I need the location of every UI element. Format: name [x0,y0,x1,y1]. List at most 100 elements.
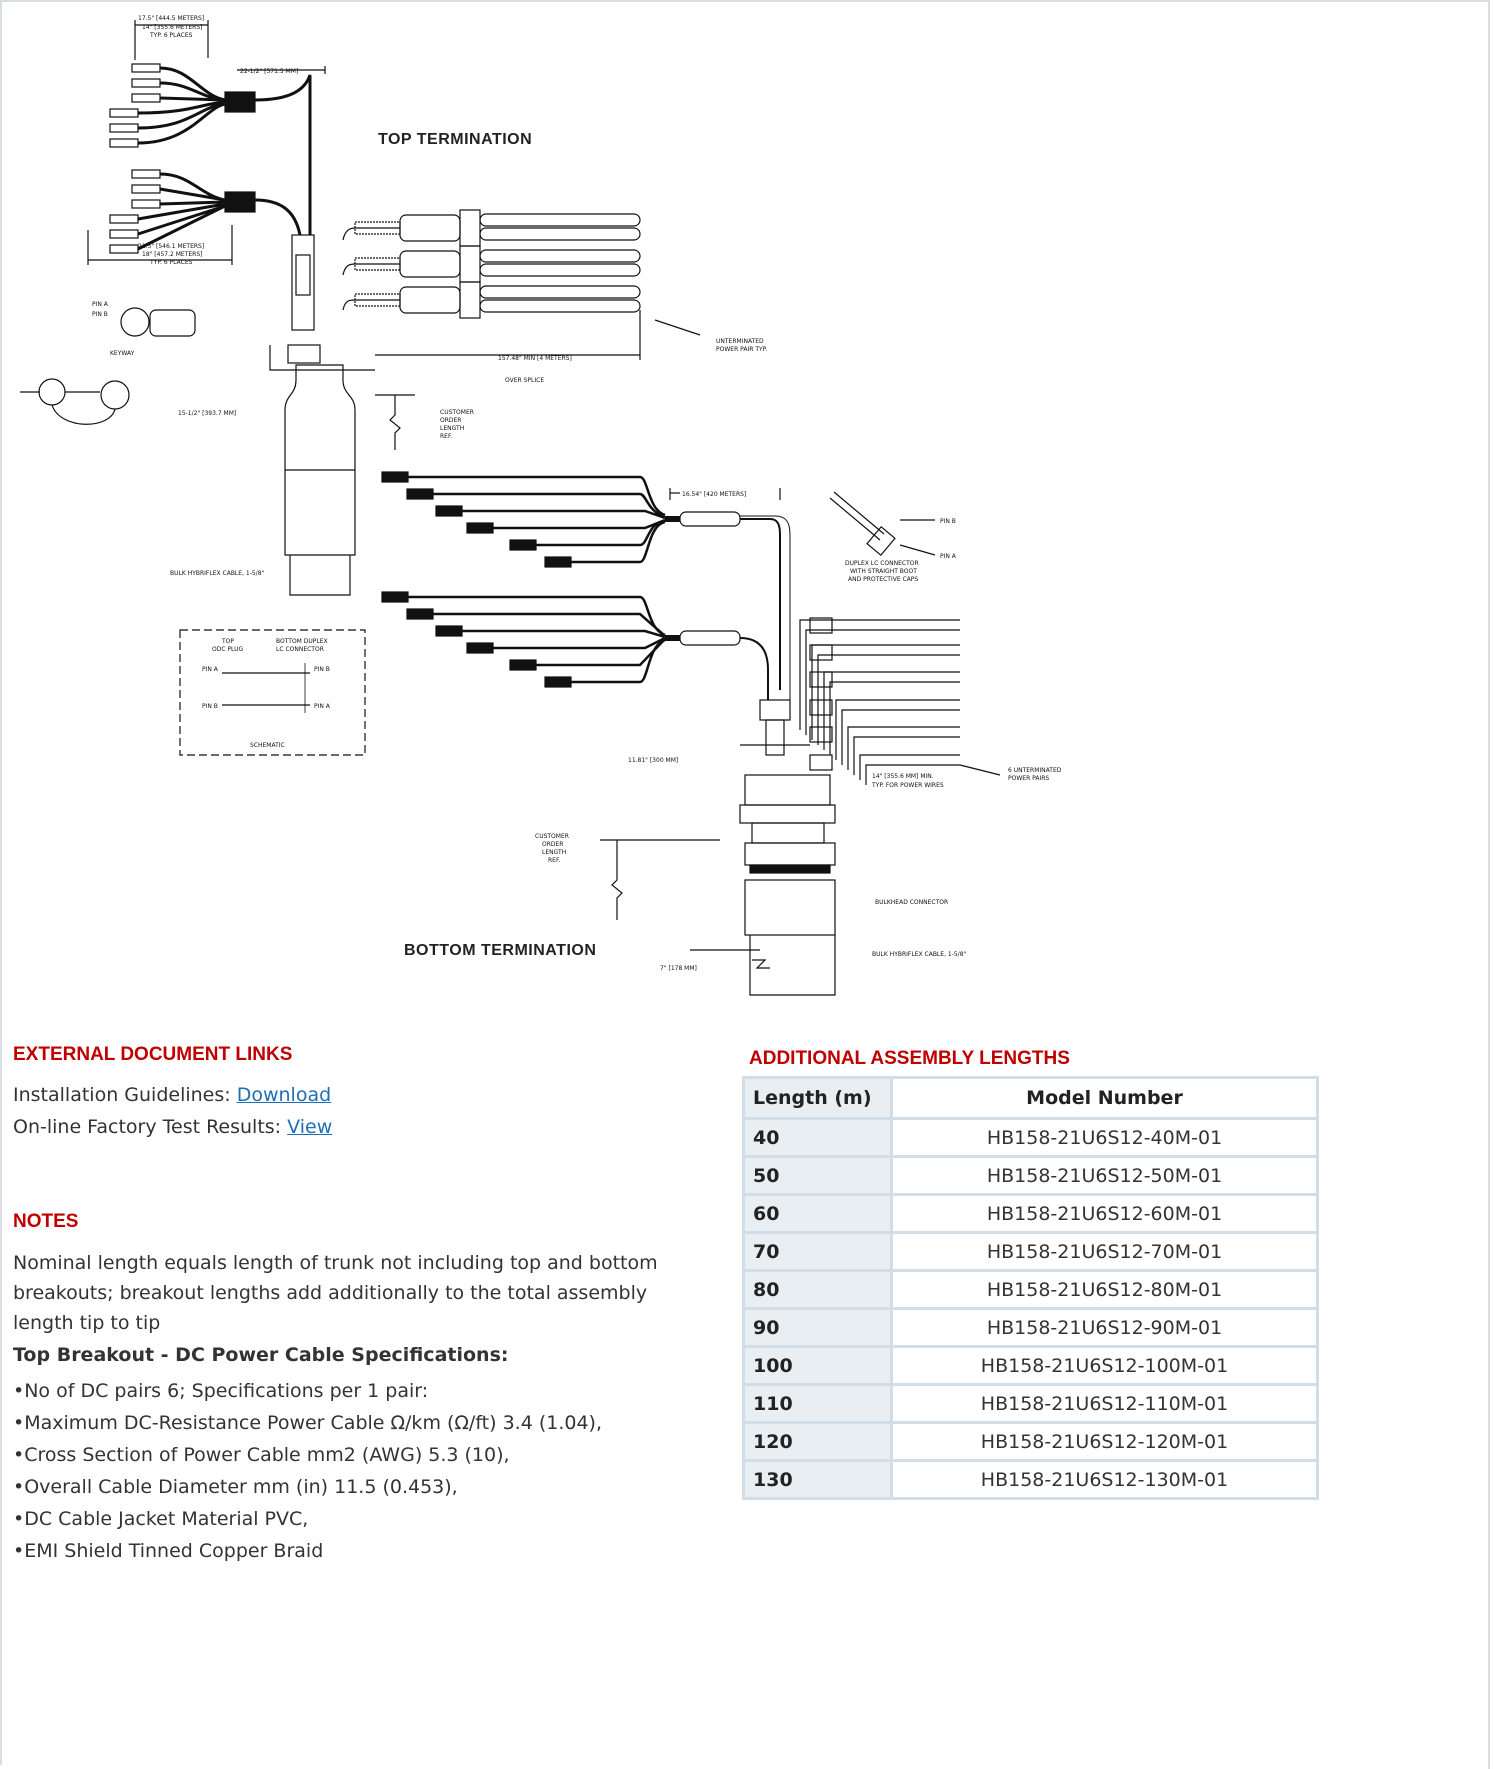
model-cell: HB158-21U6S12-40M-01 [890,1117,1319,1158]
schematic-label: SCHEMATIC [250,742,285,749]
length-cell: 110 [742,1383,893,1424]
lc-pin-label: PIN A [940,553,957,560]
schematic-label: LC CONNECTOR [276,646,324,653]
customer-label: ORDER [542,841,563,848]
length-cell: 90 [742,1307,893,1348]
spec-heading: Top Breakout - DC Power Cable Specificat… [13,1344,509,1366]
schematic-label: ODC PLUG [212,646,243,653]
model-cell: HB158-21U6S12-110M-01 [890,1383,1319,1424]
customer-label: ORDER [440,417,461,424]
dim-label: 22-1/2" [571.5 MM] [240,68,298,75]
schematic-label: PIN B [314,666,330,673]
list-item: Maximum DC-Resistance Power Cable Ω/km (… [13,1407,602,1439]
model-cell: HB158-21U6S12-50M-01 [890,1155,1319,1196]
top-termination-title: TOP TERMINATION [378,131,532,148]
factory-test-row: On-line Factory Test Results: View [13,1111,332,1143]
bulk-cable-label: BULK HYBRIFLEX CABLE, 1-5/8" [872,951,967,958]
pin-label: PIN B [92,311,108,318]
factory-test-label: On-line Factory Test Results: [13,1116,282,1138]
view-link[interactable]: View [287,1116,333,1138]
schematic-label: PIN B [202,703,218,710]
dim-label: 18" [457.2 METERS] [142,251,202,258]
unterminated-label: UNTERMINATED [716,338,764,345]
dim-label: 7" [178 MM] [660,965,697,972]
notes-paragraph: Nominal length equals length of trunk no… [13,1252,658,1334]
list-item: DC Cable Jacket Material PVC, [13,1503,602,1535]
duplex-label: AND PROTECTIVE CAPS [848,576,918,583]
dim-label: 21.5" [546.1 METERS] [138,243,204,250]
customer-label: LENGTH [542,849,566,856]
over-splice-label: OVER SPLICE [505,377,544,384]
schematic-label: PIN A [202,666,219,673]
list-item: EMI Shield Tinned Copper Braid [13,1535,602,1567]
install-guidelines-label: Installation Guidelines: [13,1084,231,1106]
duplex-label: WITH STRAIGHT BOOT [850,568,917,575]
page-frame-edge [1488,0,1490,1769]
model-cell: HB158-21U6S12-80M-01 [890,1269,1319,1310]
list-item: Overall Cable Diameter mm (in) 11.5 (0.4… [13,1471,602,1503]
length-cell: 50 [742,1155,893,1196]
column-header-model: Model Number [890,1076,1319,1120]
dim-label: TYP. FOR POWER WIRES [871,782,944,789]
dim-label: 11.81" [300 MM] [628,757,678,764]
notes-title: NOTES [13,1211,79,1232]
schematic-label: TOP [221,638,234,645]
model-cell: HB158-21U6S12-130M-01 [890,1459,1319,1500]
dim-label: 17.5" [444.5 METERS] [138,15,204,22]
dim-label: 16.54" [420 METERS] [682,491,746,498]
customer-label: CUSTOMER [440,409,474,416]
keyway-label: KEYWAY [110,350,135,357]
model-cell: HB158-21U6S12-100M-01 [890,1345,1319,1386]
install-guidelines-row: Installation Guidelines: Download [13,1079,331,1111]
six-unterminated-label: POWER PAIRS [1008,775,1049,782]
model-cell: HB158-21U6S12-60M-01 [890,1193,1319,1234]
table-header-row: Length (m) Model Number [742,1076,1319,1120]
model-cell: HB158-21U6S12-90M-01 [890,1307,1319,1348]
schematic-label: PIN A [314,703,331,710]
length-cell: 80 [742,1269,893,1310]
column-header-length: Length (m) [742,1076,893,1120]
duplex-label: DUPLEX LC CONNECTOR [845,560,919,567]
assembly-lengths-title: ADDITIONAL ASSEMBLY LENGTHS [749,1048,1070,1069]
schematic-label: BOTTOM DUPLEX [276,638,328,645]
bottom-termination-title: BOTTOM TERMINATION [404,942,596,959]
unterminated-label: POWER PAIR TYP. [716,346,767,353]
bulk-cable-label: BULK HYBRIFLEX CABLE, 1-5/8" [170,570,265,577]
dim-label: 15-1/2" [393.7 MM] [178,410,236,417]
external-links-title: EXTERNAL DOCUMENT LINKS [13,1044,293,1065]
dim-label: TYP. 6 PLACES [149,32,193,39]
dim-label: 14" [355.6 MM] MIN. [872,773,934,780]
length-cell: 130 [742,1459,893,1500]
dim-label: 14" [355.6 METERS] [142,24,202,31]
model-cell: HB158-21U6S12-120M-01 [890,1421,1319,1462]
model-cell: HB158-21U6S12-70M-01 [890,1231,1319,1272]
lc-pin-label: PIN B [940,518,956,525]
pin-label: PIN A [92,301,109,308]
spec-list: No of DC pairs 6; Specifications per 1 p… [13,1375,602,1567]
bulkhead-label: BULKHEAD CONNECTOR [875,899,948,906]
customer-label: REF. [548,857,560,864]
dim-label: TYP. 6 PLACES [149,259,193,266]
length-cell: 40 [742,1117,893,1158]
length-cell: 100 [742,1345,893,1386]
list-item: No of DC pairs 6; Specifications per 1 p… [13,1375,602,1407]
list-item: Cross Section of Power Cable mm2 (AWG) 5… [13,1439,602,1471]
download-link[interactable]: Download [236,1084,332,1106]
customer-label: REF. [440,433,452,440]
length-cell: 70 [742,1231,893,1272]
length-cell: 120 [742,1421,893,1462]
customer-label: CUSTOMER [535,833,569,840]
cable-assembly-drawing: 17.5" [444.5 METERS] 14" [355.6 METERS] … [20,15,1062,996]
